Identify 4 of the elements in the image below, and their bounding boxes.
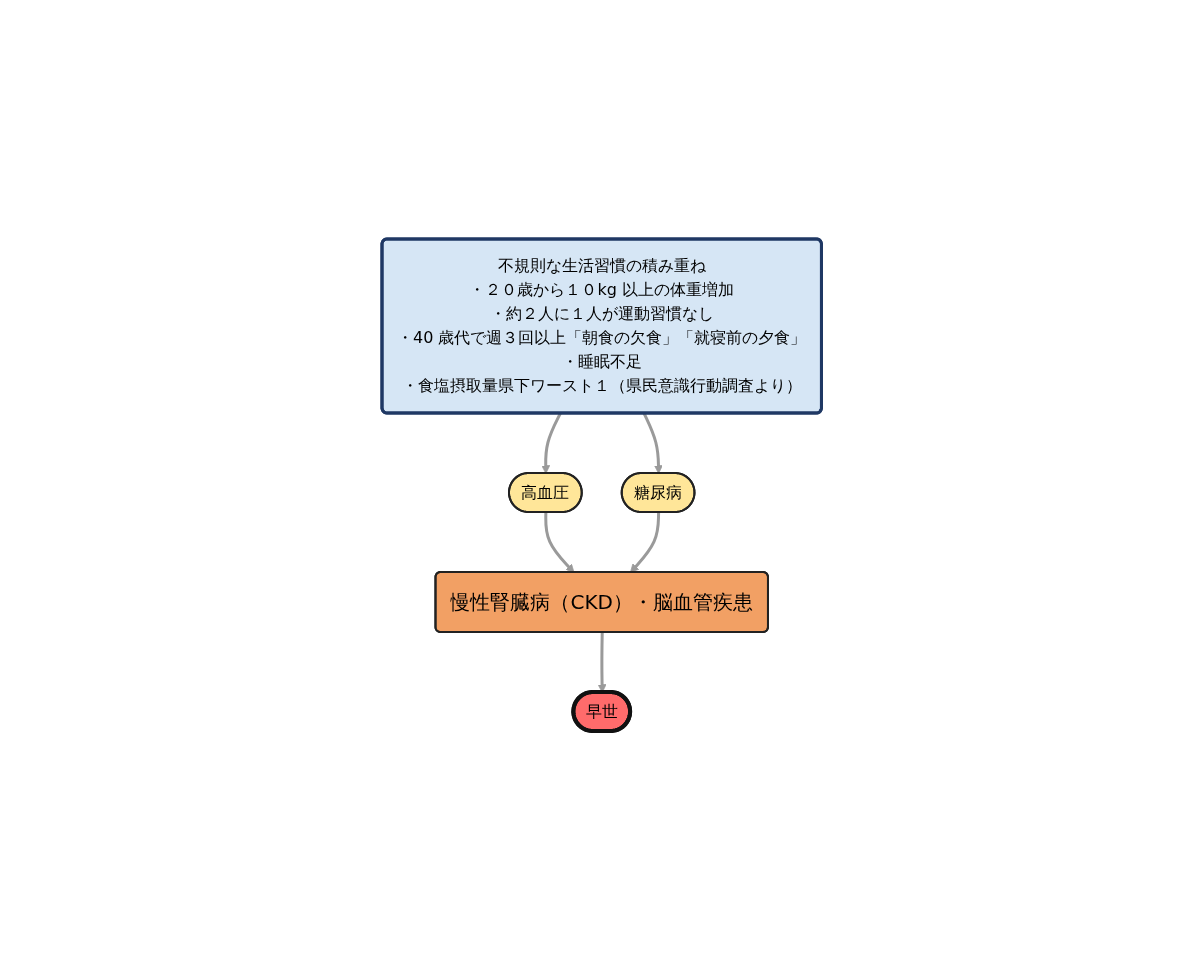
arrow <box>541 412 562 474</box>
arrow <box>544 511 575 573</box>
arrow <box>643 412 664 474</box>
arrow <box>630 511 661 573</box>
